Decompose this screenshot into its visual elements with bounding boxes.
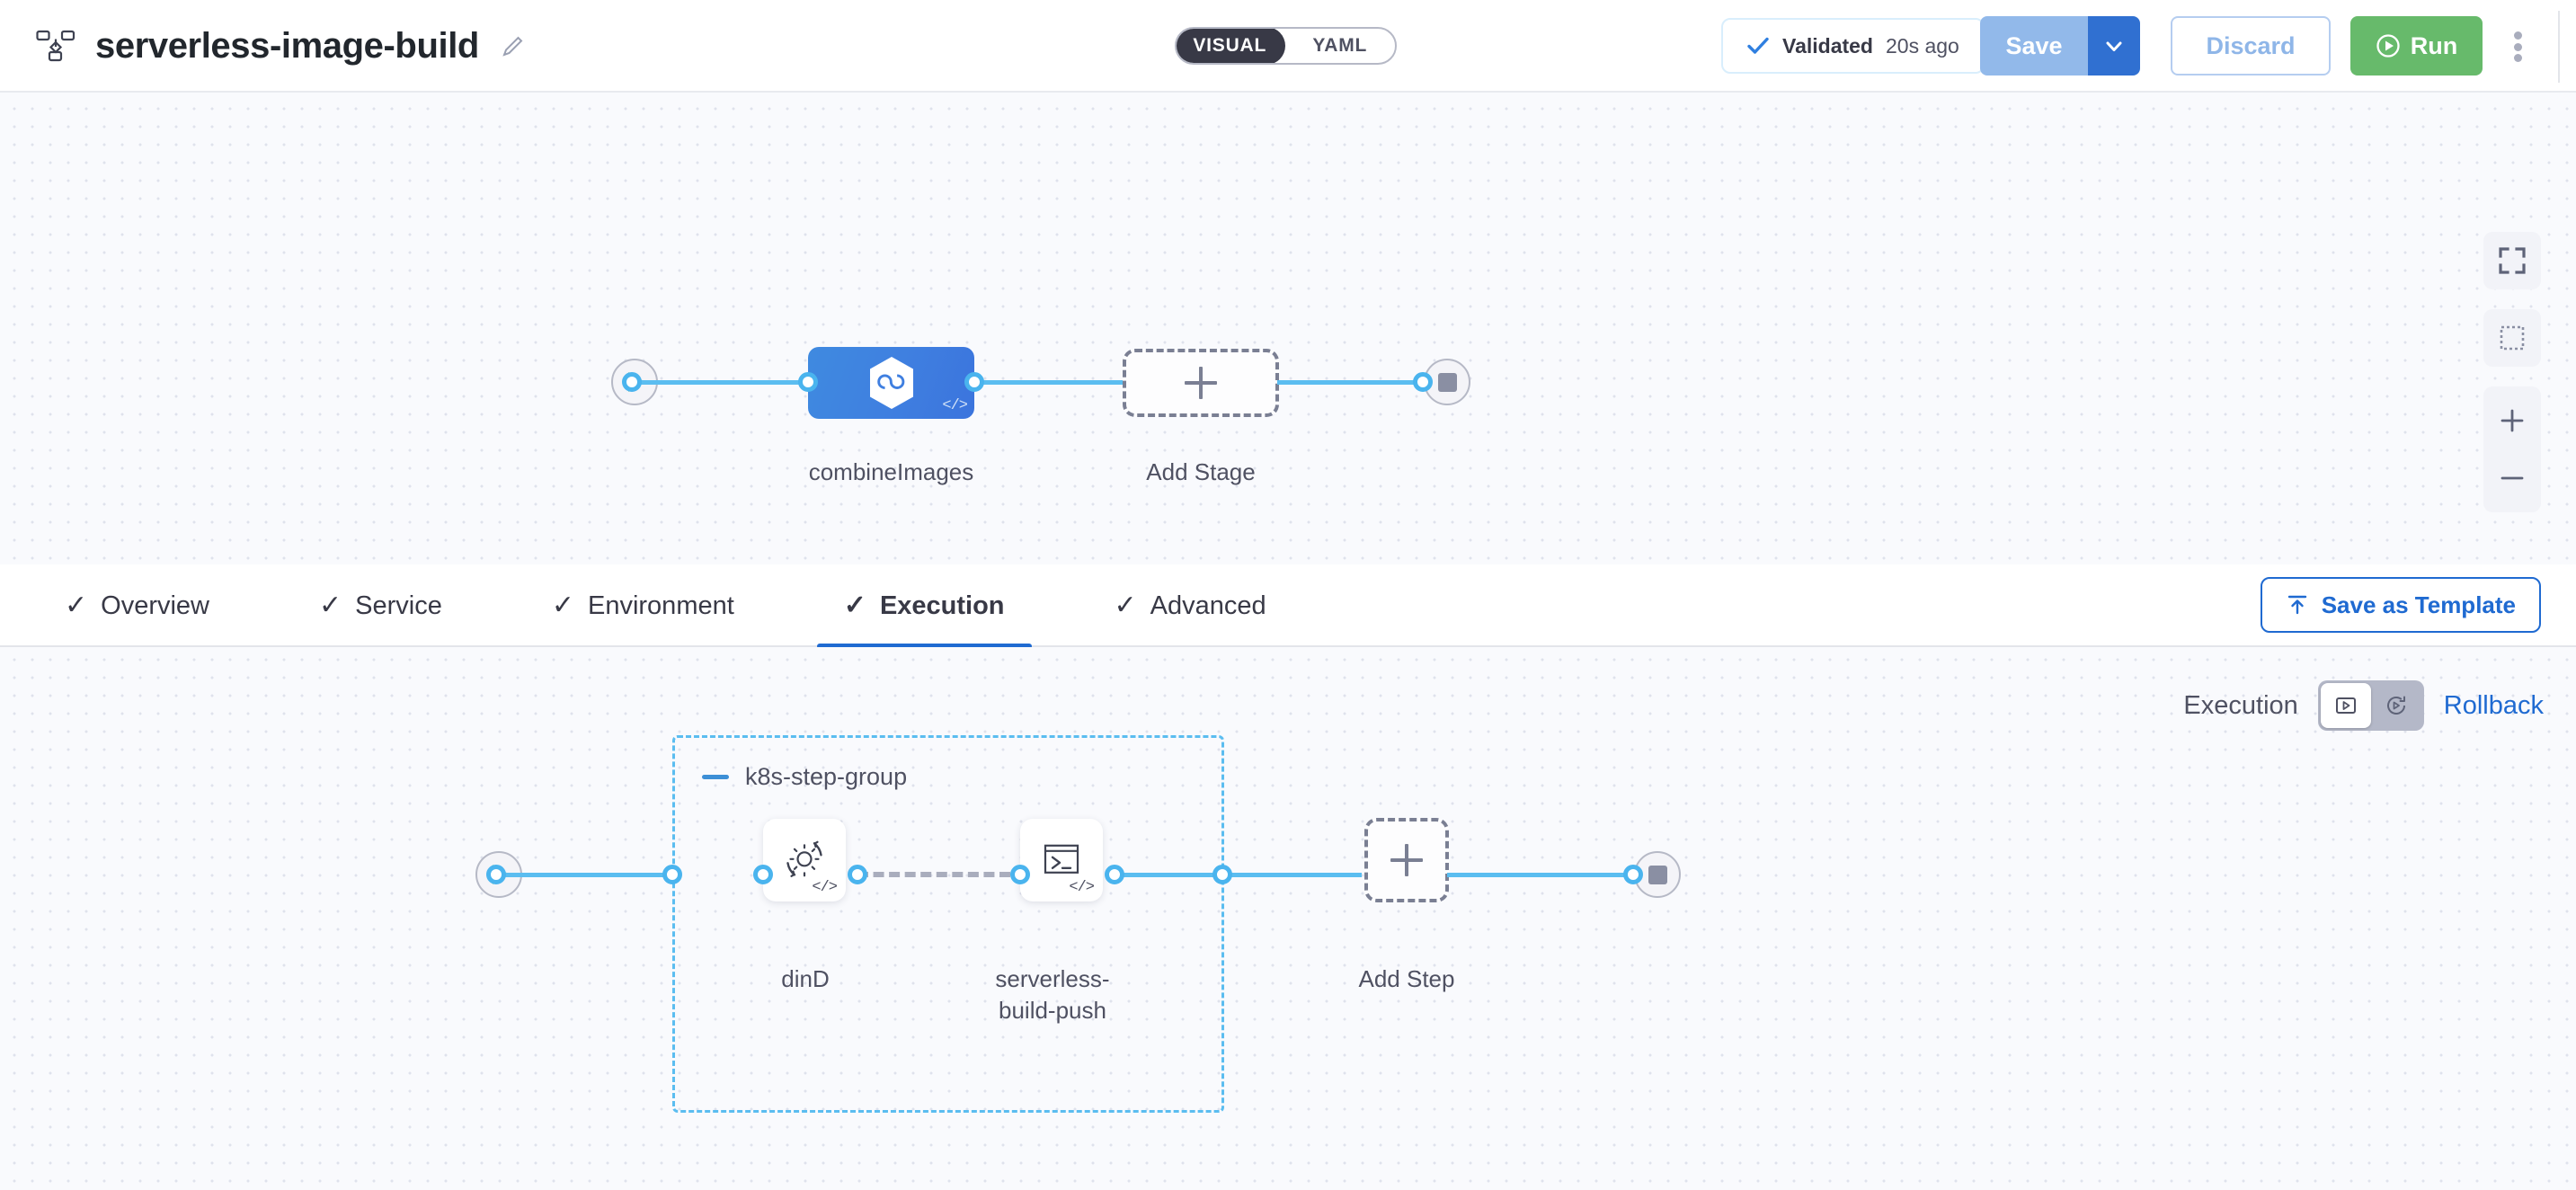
rollback-view-toggle[interactable]	[2371, 683, 2421, 728]
step-group-header: k8s-step-group	[702, 763, 907, 791]
check-icon: ✓	[65, 591, 88, 620]
stop-icon	[1437, 372, 1457, 392]
link-stage-to-add	[973, 380, 1123, 385]
tab-label: Service	[355, 591, 442, 620]
check-icon	[1746, 34, 1770, 58]
toggle-yaml[interactable]: YAML	[1312, 35, 1368, 56]
tab-service[interactable]: ✓ Service	[292, 564, 469, 647]
run-label: Run	[2410, 31, 2458, 59]
validated-label: Validated	[1782, 33, 1873, 58]
save-button[interactable]: Save	[1980, 16, 2088, 75]
fit-to-screen-button[interactable]	[2483, 232, 2541, 289]
minus-icon	[2500, 476, 2524, 480]
stage-label-combineimages: combineImages	[808, 458, 974, 485]
stage-out-dot	[964, 372, 984, 392]
execution-step-canvas[interactable]	[0, 647, 2576, 1190]
toggle-visual[interactable]: VISUAL	[1177, 29, 1285, 63]
zoom-out-button[interactable]	[2483, 449, 2541, 507]
status-badge-validated: Validated 20s ago	[1721, 18, 1985, 74]
pipeline-nodes-icon	[36, 29, 76, 65]
more-vertical-icon[interactable]	[2503, 31, 2532, 62]
stop-icon	[1648, 865, 1667, 884]
save-dropdown-button[interactable]	[2088, 16, 2140, 75]
zoom-controls-group	[2483, 386, 2541, 512]
save-as-template-button[interactable]: Save as Template	[2260, 577, 2541, 633]
tab-execution[interactable]: ✓ Execution	[816, 564, 1032, 649]
page-title: serverless-image-build	[95, 26, 479, 66]
play-circle-icon	[2376, 34, 2400, 58]
minus-collapse-icon[interactable]	[702, 775, 729, 779]
discard-button[interactable]: Discard	[2171, 16, 2331, 75]
add-stage-label: Add Stage	[1146, 458, 1256, 485]
validated-timestamp: 20s ago	[1885, 33, 1959, 58]
play-box-icon	[2335, 697, 2356, 714]
template-upload-icon	[2287, 595, 2306, 615]
view-mode-toggle[interactable]: VISUAL YAML	[1175, 27, 1397, 65]
add-stage-button[interactable]	[1123, 349, 1279, 417]
rollback-link[interactable]: Rollback	[2443, 690, 2544, 720]
fit-screen-icon	[2499, 247, 2526, 274]
app-header: serverless-image-build VISUAL YAML Valid…	[0, 0, 2576, 93]
plus-icon	[1185, 367, 1217, 399]
tab-overview[interactable]: ✓ Overview	[38, 564, 236, 647]
dotted-square-icon	[2500, 325, 2525, 351]
tab-list: ✓ Overview ✓ Service ✓ Environment ✓ Exe…	[38, 564, 1349, 649]
check-icon: ✓	[319, 591, 342, 620]
tab-label: Advanced	[1150, 591, 1266, 620]
start-connector-dot	[622, 372, 642, 392]
tab-environment[interactable]: ✓ Environment	[525, 564, 761, 647]
plus-icon	[1390, 844, 1423, 876]
save-as-template-label: Save as Template	[2321, 591, 2516, 618]
step-group-k8s[interactable]: k8s-step-group	[672, 735, 1224, 1113]
harness-ci-hexagon-icon	[869, 357, 913, 409]
execution-view-toggle[interactable]	[2320, 683, 2371, 728]
header-left-group: serverless-image-build	[36, 0, 526, 93]
tab-label: Execution	[879, 591, 1005, 620]
execution-end-node[interactable]	[1634, 851, 1681, 898]
tab-label: Overview	[101, 591, 209, 620]
tab-advanced[interactable]: ✓ Advanced	[1088, 564, 1293, 647]
check-icon: ✓	[843, 591, 866, 620]
stage-in-dot	[798, 372, 818, 392]
link-add-to-end	[1277, 380, 1421, 385]
execution-label: Execution	[2183, 690, 2298, 720]
check-icon: ✓	[1114, 591, 1137, 620]
rollback-icon	[2386, 696, 2405, 715]
save-split-button[interactable]: Save	[1980, 16, 2140, 75]
canvas-controls	[2483, 232, 2541, 512]
play-icon	[493, 865, 510, 884]
run-button[interactable]: Run	[2350, 16, 2483, 75]
chevron-down-icon	[2106, 41, 2122, 51]
selection-marquee-button[interactable]	[2483, 309, 2541, 367]
stage-code-badge: </>	[942, 397, 968, 414]
step-group-title: k8s-step-group	[745, 763, 908, 790]
plus-icon	[2500, 409, 2524, 432]
stage-tab-bar: ✓ Overview ✓ Service ✓ Environment ✓ Exe…	[0, 564, 2576, 649]
stage-node-combineimages[interactable]: </>	[808, 347, 974, 419]
execution-view-bar: Execution Rollback	[2183, 679, 2544, 733]
execution-start-node[interactable]	[475, 851, 522, 898]
end-connector-dot	[1413, 372, 1433, 392]
header-divider	[2558, 11, 2560, 83]
execution-rollback-toggle[interactable]	[2317, 680, 2424, 731]
tab-label: Environment	[587, 591, 734, 620]
add-step-button[interactable]	[1364, 818, 1449, 902]
stage-canvas[interactable]: </> combineImages Add Stage	[0, 93, 2576, 564]
edit-pencil-icon[interactable]	[499, 33, 526, 60]
link-start-to-stage	[629, 380, 814, 385]
zoom-in-button[interactable]	[2483, 392, 2541, 449]
check-icon: ✓	[551, 591, 574, 620]
